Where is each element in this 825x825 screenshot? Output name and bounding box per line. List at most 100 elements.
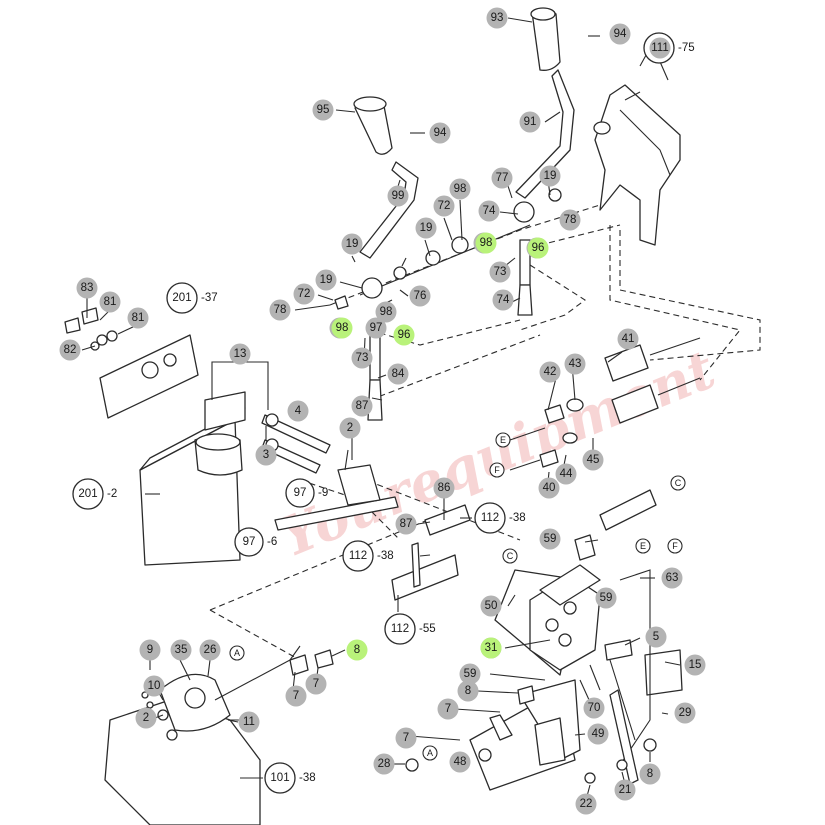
highlighted-part-callout-bubble [393,324,415,346]
part-callout-bubble [449,751,471,773]
part-callout-label: 74 [497,294,510,306]
highlighted-part-callout-bubble [475,232,497,254]
part-callout-label: 87 [356,400,369,412]
circled-reference [342,540,374,572]
circled-reference-suffix: -55 [419,623,436,635]
part-callout: 22 [575,793,597,815]
part-callout: 29 [674,702,696,724]
circled-reference-suffix: -38 [299,772,316,784]
connector-c [502,548,518,564]
part-callout-bubble [457,680,479,702]
connector-e [495,432,511,448]
circled-reference [384,613,416,645]
part-callout-bubble [539,165,561,187]
part-callout-bubble [238,711,260,733]
highlighted-part-callout-label: 98 [336,322,349,334]
highlighted-part-callout-label: 31 [485,642,498,654]
part-callout: 2 [135,707,157,729]
part-callout: 40 [538,477,560,499]
circled-reference-suffix: -38 [377,550,394,562]
part-callout: 59 [459,663,481,685]
part-callout-label: 81 [104,296,117,308]
highlighted-part-callout: 96 [527,237,549,259]
part-callout: 72 [293,283,315,305]
part-callout: 93 [486,7,508,29]
connector-e-label: E [500,435,506,445]
part-callout-label: 77 [496,172,509,184]
part-callout-bubble [645,626,667,648]
part-callout-label: 28 [378,758,391,770]
part-callout-label: 72 [298,288,311,300]
part-callout-label: 10 [148,680,161,692]
connector-f [667,538,683,554]
part-callout-bubble [229,343,251,365]
part-callout: 78 [269,299,291,321]
part-callout: 4 [287,400,309,422]
part-callout: 8 [639,763,661,785]
part-callout-bubble [583,697,605,719]
watermark-logo: Yourequipment [270,337,723,570]
highlighted-part-callout: 96 [393,324,415,346]
part-callout: 43 [564,353,586,375]
part-callout-bubble [139,639,161,661]
part-callout-label: 2 [347,422,353,434]
part-callout: 45 [582,449,604,471]
part-callout-bubble [555,463,577,485]
part-callout-label: 59 [464,668,477,680]
part-callout: 98 [449,178,471,200]
part-callout-bubble [143,675,165,697]
part-callout-label: 49 [592,728,605,740]
part-callout-label: 84 [392,368,405,380]
part-callout-label: 94 [434,127,447,139]
part-callout: 35 [170,639,192,661]
part-callout-label: 72 [438,200,451,212]
circled-reference [264,762,296,794]
circled-reference-number: 112 [349,550,367,562]
part-callout-bubble [582,449,604,471]
part-callout-bubble [614,779,636,801]
part-callout-bubble [305,673,327,695]
part-callout-bubble [199,639,221,661]
part-callout: 86 [433,477,455,499]
part-callout-label: 7 [445,703,451,715]
highlighted-part-callout-bubble [527,237,549,259]
part-callout-bubble [433,477,455,499]
part-callout: 63 [661,567,683,589]
part-callout-label: 98 [380,306,393,318]
part-callout-label: 93 [491,12,504,24]
part-callout-bubble [395,513,417,535]
part-callout: 91 [519,111,541,133]
left-plate [64,307,199,419]
circled-reference [474,502,506,534]
hoses [584,689,657,785]
highlighted-part-callout-bubble [480,637,502,659]
part-callout-label: 73 [494,266,507,278]
part-callout-bubble [595,587,617,609]
highlighted-part-callout-label: 98 [480,237,493,249]
part-callout: 111 [649,37,671,59]
pump-engine [104,649,334,825]
part-callout-bubble [373,753,395,775]
part-callout-bubble [519,111,541,133]
part-callout-label: 76 [414,290,427,302]
part-callout-bubble [564,353,586,375]
part-callout-label: 97 [370,322,383,334]
part-callout-label: 59 [600,592,613,604]
circled-reference-suffix: -37 [201,292,218,304]
part-callout: 59 [539,528,561,550]
part-callout-bubble [538,477,560,499]
part-callout: 7 [437,698,459,720]
part-callout: 49 [587,723,609,745]
part-callout: 77 [491,167,513,189]
circled-reference-number: 201 [78,488,97,500]
part-callout-label: 99 [392,190,405,202]
part-callout-bubble [395,727,417,749]
part-callout: 87 [351,395,373,417]
part-callout-bubble [351,395,373,417]
part-callout-bubble [491,167,513,189]
part-callout-bubble [387,185,409,207]
part-callout-bubble [459,663,481,685]
part-callout-bubble [170,639,192,661]
part-callout-label: 11 [243,716,255,728]
support-bracket [593,84,681,246]
